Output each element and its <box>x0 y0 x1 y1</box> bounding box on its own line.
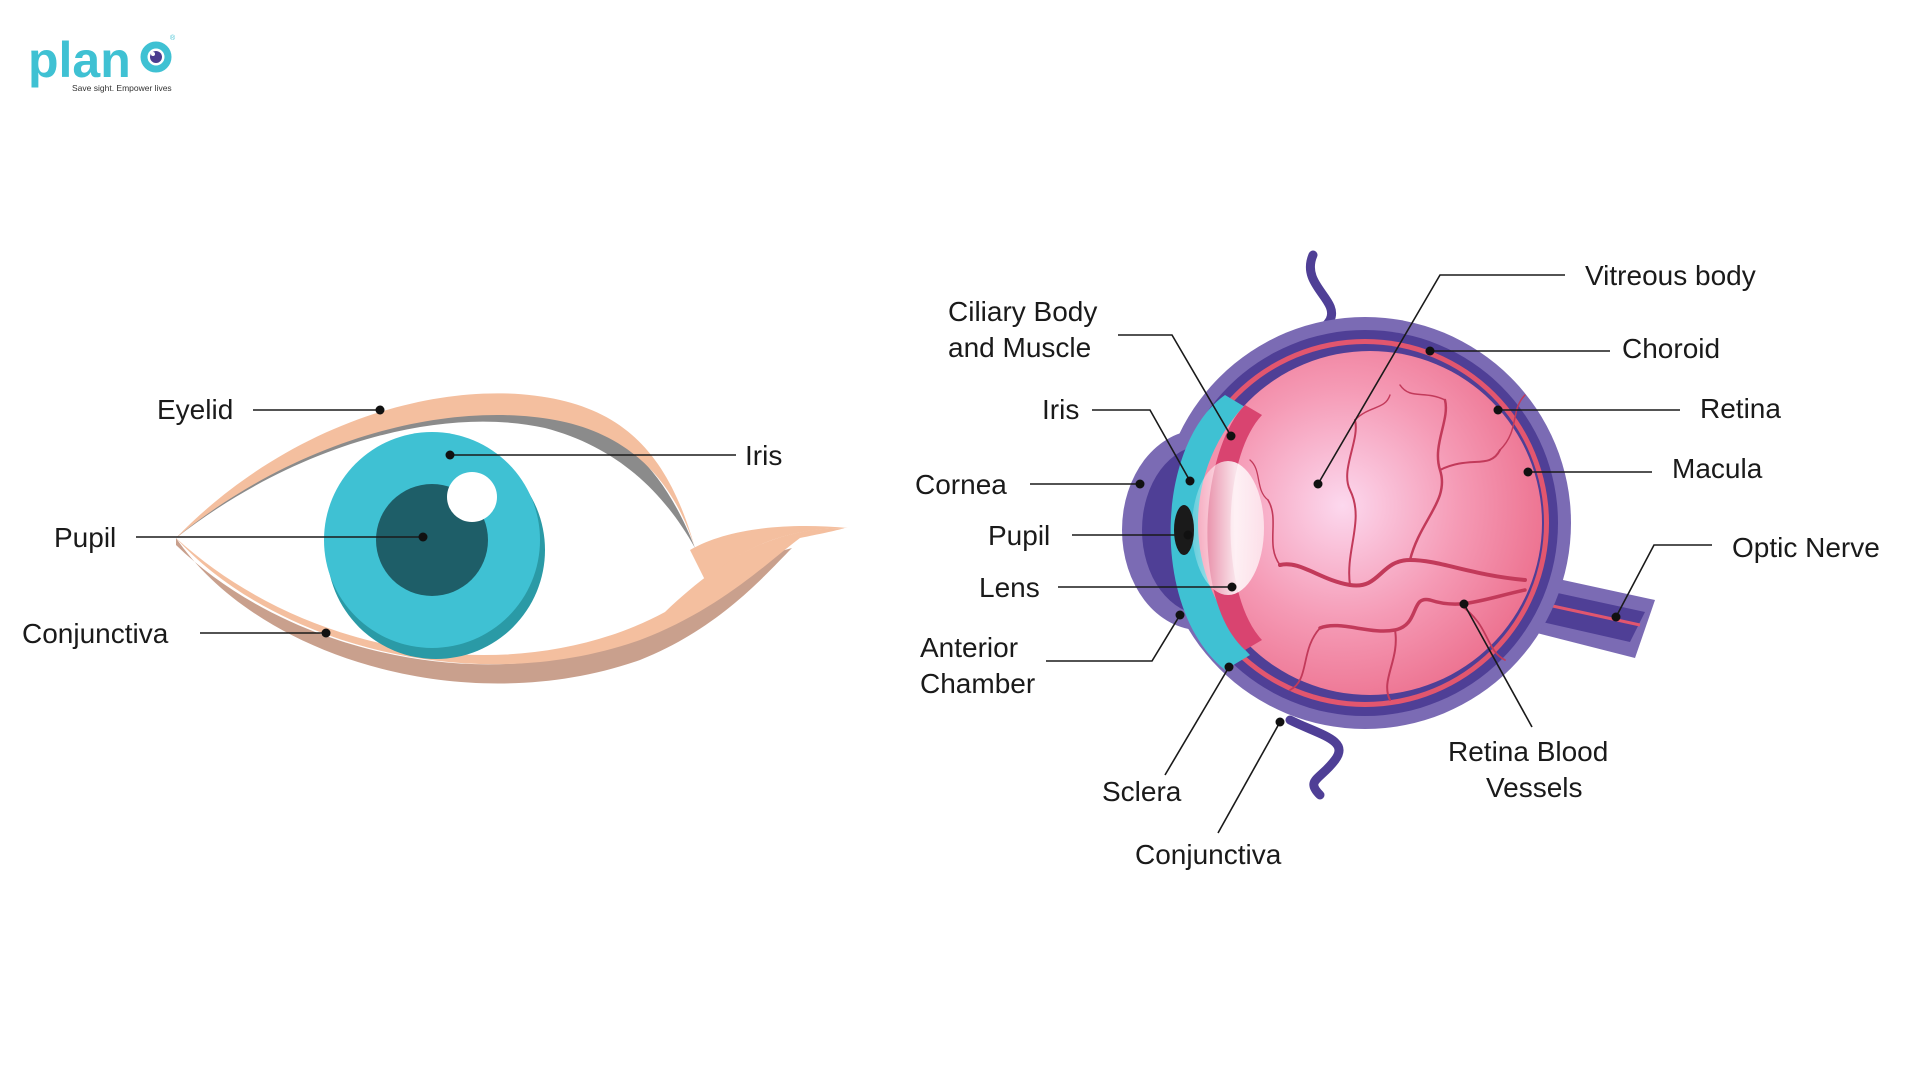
cross-section-leaders <box>1030 274 1712 834</box>
label-retina-blood-vessels-line2: Vessels <box>1486 772 1583 803</box>
label-macula: Macula <box>1672 453 1763 484</box>
label-retina-blood-vessels-line1: Retina Blood <box>1448 736 1608 767</box>
label-retina: Retina <box>1700 393 1781 424</box>
brand-logo: plan ® Save sight. Empower lives <box>28 32 176 93</box>
label-pupil-front: Pupil <box>54 522 116 553</box>
label-lens: Lens <box>979 572 1040 603</box>
lower-eyelid <box>176 528 845 665</box>
label-iris-front: Iris <box>745 440 782 471</box>
logo-eye-icon <box>140 41 172 73</box>
logo-wordmark: plan <box>28 32 131 88</box>
lens <box>1192 461 1264 595</box>
vitreous-body <box>1198 351 1542 695</box>
label-iris: Iris <box>1042 394 1079 425</box>
cornea <box>1170 395 1250 670</box>
label-optic-nerve: Optic Nerve <box>1732 532 1880 563</box>
front-eye-leaders <box>136 405 736 638</box>
label-cornea: Cornea <box>915 469 1007 500</box>
label-eyelid: Eyelid <box>157 394 233 425</box>
label-conjunctiva-front: Conjunctiva <box>22 618 169 649</box>
pupil-cross <box>1174 505 1194 555</box>
eye-highlight <box>447 472 497 522</box>
label-anterior-chamber-line1: Anterior <box>920 632 1018 663</box>
label-vitreous-body: Vitreous body <box>1585 260 1756 291</box>
label-sclera: Sclera <box>1102 776 1182 807</box>
front-eye-illustration <box>176 393 848 684</box>
bottom-muscle <box>1285 715 1344 800</box>
label-anterior-chamber-line2: Chamber <box>920 668 1035 699</box>
lower-eyelid-shadow <box>176 538 792 684</box>
eye-cross-section-illustration <box>1122 250 1655 800</box>
label-ciliary-body-line2: and Muscle <box>948 332 1091 363</box>
label-ciliary-body-line1: Ciliary Body <box>948 296 1097 327</box>
eyelid-tail <box>690 526 848 580</box>
label-pupil: Pupil <box>988 520 1050 551</box>
registered-mark-icon: ® <box>170 34 176 42</box>
retina-blood-vessels <box>1249 384 1527 701</box>
label-conjunctiva: Conjunctiva <box>1135 839 1282 870</box>
logo-tagline: Save sight. Empower lives <box>72 83 172 93</box>
label-choroid: Choroid <box>1622 333 1720 364</box>
